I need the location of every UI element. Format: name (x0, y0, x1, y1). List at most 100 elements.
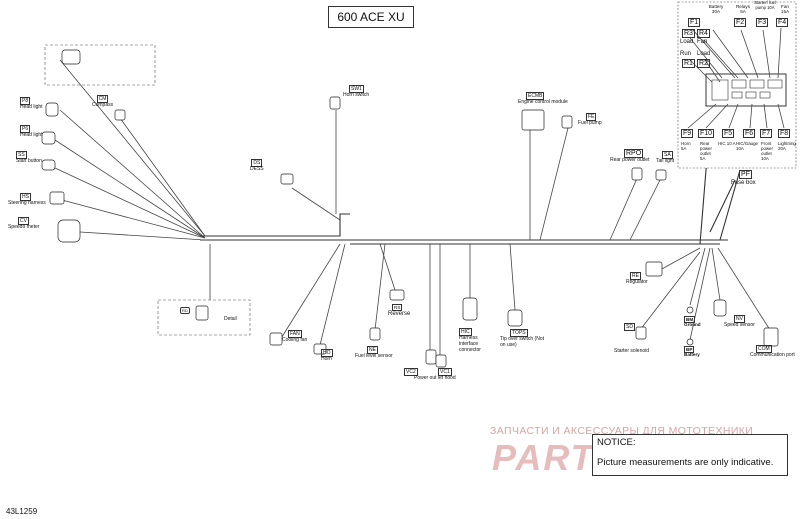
component-code: FAN (288, 330, 302, 338)
component-label: Ground (684, 322, 701, 327)
component-code: SA (662, 151, 673, 159)
fuse-f5-label: HIC 10 A (718, 141, 736, 146)
component-label: Fuel pump (578, 120, 602, 126)
fuse-f3-code: F3 (756, 18, 769, 27)
component-label: Harness interface connector (459, 335, 481, 353)
component-nv: NV Speed sensor (724, 315, 755, 328)
component-label: Starter solenoid (614, 348, 650, 354)
component-label: Speed sensor (724, 322, 755, 328)
fuse-f10-label: Rear power outlet 5A (700, 141, 712, 161)
component-sw1: SW1 Horn switch (343, 85, 370, 98)
component-label: Power out let hood (414, 375, 456, 381)
fuse-f2-label: Relays 5A (735, 4, 751, 14)
fuse-f1-code: F1 (688, 18, 701, 27)
component-label: Engine control module (518, 99, 568, 105)
top-right-wires (529, 127, 663, 241)
component-cm: CM Compass (92, 95, 114, 108)
component-label: Tip over switch (Not on use) (500, 336, 544, 348)
component-ne: NE Fuel level sensor (355, 346, 393, 359)
harness-trunk (200, 129, 741, 245)
component-code: COM (756, 345, 772, 353)
component-code: RPO (624, 149, 644, 158)
fuse-f4-label: Fan 15A (780, 4, 790, 14)
component-label: DESS (250, 166, 264, 172)
component-fe: FE Fuel pump (578, 113, 602, 126)
detail-label: Detail (224, 316, 237, 322)
component-rpo: RPO Rear power outlet (610, 149, 650, 163)
relay-r1-label: Run (680, 51, 692, 57)
fuse-f9-code: F9 (681, 129, 694, 138)
component-code: NE (367, 346, 378, 354)
component-label: Head light (20, 132, 43, 138)
component-code: DS (251, 159, 263, 167)
fuse-f4-code: F4 (776, 18, 789, 27)
fuse-f8-code: F8 (778, 129, 791, 138)
component-code: VC2 (404, 368, 418, 376)
fuse-f7-code: F7 (760, 129, 773, 138)
component-code: RS (392, 304, 403, 311)
component-hic: HIC Harness interface connector (459, 328, 489, 353)
component-ecmb: ECMB Engine control module (518, 92, 568, 105)
component-fan: FAN Cooling fan (282, 330, 308, 343)
component-hs: HS Steering harness (8, 193, 46, 206)
relay-r3-label: Load (680, 39, 694, 45)
component-label: Horn (321, 356, 332, 362)
diagram-title: 600 ACE XU (328, 6, 414, 28)
relay-r2-label: Load (697, 51, 711, 57)
component-label: Fuel level sensor (355, 353, 393, 359)
fuse-f6-code: F6 (743, 129, 756, 138)
component-label: Communication port (750, 352, 795, 358)
component-code: CM (96, 95, 109, 103)
component-code: TOPS (510, 329, 528, 337)
component-rs: RS Reverse (388, 304, 411, 317)
component-p6: P6 Head light (20, 125, 43, 138)
component-com: COM Communication port (750, 345, 795, 358)
fuse-f5-code: F5 (722, 129, 735, 138)
component-label: Head light (20, 104, 43, 110)
component-vc1: VC1 Power out let hood (414, 368, 456, 381)
component-label: Cooling fan (282, 337, 308, 343)
fuse-f8-label: Lightning 20A (778, 141, 796, 151)
connector-parts (41, 49, 779, 368)
relay-r4-label: Fan (697, 39, 708, 45)
relay-r3-code: R3 (682, 29, 695, 38)
component-label: Rear power outlet (610, 157, 650, 163)
relay-r2-code: R2 (697, 59, 710, 68)
component-label: Horn switch (343, 92, 370, 98)
component-code: FE (586, 113, 597, 121)
component-bp: BP Battery (684, 346, 700, 357)
component-label: Speedo meter (8, 224, 40, 230)
component-label: Steering harness (8, 200, 46, 206)
fuse-f7-label: Front power outlet 10A (761, 141, 773, 161)
notice-text: Picture measurements are only indicative… (597, 457, 774, 468)
component-code: P8 (20, 97, 31, 105)
notice-box: NOTICE: Picture measurements are only in… (592, 434, 788, 476)
component-sd: SD Starter solenoid (614, 323, 649, 354)
fuse-box-code: PF (739, 170, 752, 179)
component-ss: SS Start button (16, 151, 42, 164)
fuse-f1-label: Battery 30A (708, 4, 724, 14)
relay-r1-code: R1 (682, 59, 695, 68)
fuse-f6-label: HIC/Gauge 10A (736, 141, 758, 151)
component-code: SS (16, 151, 27, 159)
component-label: Battery (684, 352, 700, 357)
component-tops: TOPS Tip over switch (Not on use) (500, 329, 546, 348)
fuse-f9-label: Horn 5A (681, 141, 691, 151)
component-label: Tail light (656, 158, 675, 164)
component-bm: BM Ground (684, 316, 701, 327)
component-sa: SA Tail light (656, 151, 675, 164)
component-code: RE (630, 272, 641, 280)
component-code: HO (321, 349, 333, 357)
component-code: P6 (20, 125, 31, 133)
component-code: SW1 (349, 85, 364, 93)
component-label: Compass (92, 102, 114, 108)
component-label: Reverse (388, 311, 411, 317)
fuse-f3-label: Starter/ fuel pump 10A (754, 0, 776, 10)
component-re: RE Regulator (626, 272, 648, 285)
component-cv: CV Speedo meter (8, 217, 40, 230)
component-ho: HO Horn (321, 349, 333, 362)
component-code: ECMB (526, 92, 545, 100)
fuse-f10-code: F10 (698, 129, 715, 138)
figure-id: 43L1259 (6, 507, 38, 516)
